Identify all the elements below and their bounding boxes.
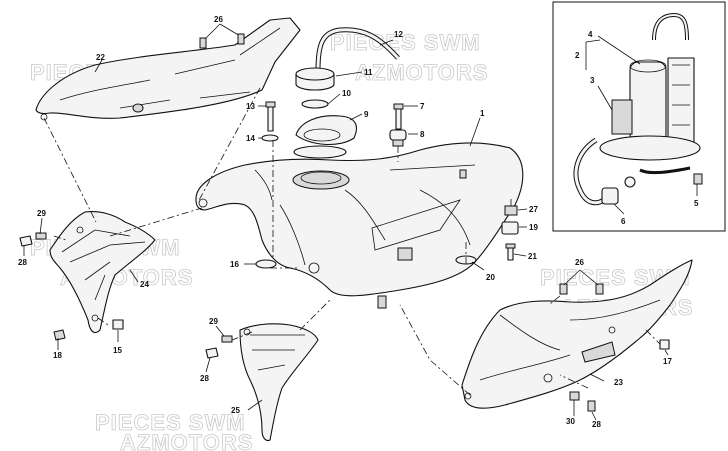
label-30: 30 <box>566 417 575 426</box>
label-23: 23 <box>614 378 623 387</box>
part-29-28-fasteners-mid <box>205 335 233 359</box>
svg-text:PIECES SWM: PIECES SWM <box>95 410 246 435</box>
filler-ring <box>293 145 347 159</box>
label-20: 20 <box>486 273 495 282</box>
label-28-left: 28 <box>18 258 27 267</box>
svg-text:PIECES SWM: PIECES SWM <box>330 30 481 55</box>
part-17-fastener <box>659 339 670 350</box>
part-22-side-cover <box>35 17 301 121</box>
part-30-28-fasteners-right <box>569 391 596 412</box>
part-27-spacer <box>504 205 518 216</box>
part-8-grommet <box>389 129 407 147</box>
label-28-mid: 28 <box>200 374 209 383</box>
label-17: 17 <box>663 357 672 366</box>
label-24: 24 <box>140 280 149 289</box>
part-7-bolt <box>393 103 404 130</box>
label-1: 1 <box>480 109 485 118</box>
label-2: 2 <box>575 51 580 60</box>
label-26-top: 26 <box>214 15 223 24</box>
part-13-bolt <box>265 101 276 132</box>
label-27: 27 <box>529 205 538 214</box>
label-19: 19 <box>529 223 538 232</box>
label-7: 7 <box>420 102 425 111</box>
part-11-fuel-cap <box>295 67 335 91</box>
svg-text:AZMOTORS: AZMOTORS <box>120 430 253 451</box>
part-1-fuel-tank <box>195 142 524 309</box>
part-21-bolt <box>505 243 516 261</box>
part-10-gasket <box>301 99 329 109</box>
part-24-radiator-shroud <box>49 211 156 334</box>
label-5: 5 <box>694 199 699 208</box>
label-6: 6 <box>621 217 626 226</box>
part-15-clip <box>112 319 124 330</box>
part-26-screws-top <box>199 23 245 49</box>
label-25: 25 <box>231 406 240 415</box>
leader-lines <box>23 35 698 421</box>
part-19-damper <box>501 221 519 235</box>
label-29-left: 29 <box>37 209 46 218</box>
label-22: 22 <box>96 53 105 62</box>
part-25-lower-panel <box>239 323 319 442</box>
assembly-dashed-lines <box>43 87 661 396</box>
label-26-right: 26 <box>575 258 584 267</box>
part-29-28-fasteners-left <box>19 232 47 247</box>
part-26-screws-right <box>559 283 604 295</box>
label-21: 21 <box>528 252 537 261</box>
label-14: 14 <box>246 134 255 143</box>
label-18: 18 <box>53 351 62 360</box>
label-16: 16 <box>230 260 239 269</box>
inset-frame <box>552 1 726 232</box>
svg-text:AZMOTORS: AZMOTORS <box>355 60 488 85</box>
label-10: 10 <box>342 89 351 98</box>
part-14-washer <box>261 134 279 142</box>
label-9: 9 <box>364 110 369 119</box>
part-23-right-side-panel <box>461 259 693 409</box>
part-18-screw <box>53 329 66 341</box>
label-12: 12 <box>394 30 403 39</box>
label-29-mid: 29 <box>209 317 218 326</box>
part-number-labels: 22 26 12 11 10 9 13 14 7 8 1 27 19 21 20… <box>18 15 699 429</box>
part-16-washer <box>255 259 277 269</box>
label-4: 4 <box>588 30 593 39</box>
part-9-filler-boot <box>295 115 358 146</box>
label-3: 3 <box>590 76 595 85</box>
fuel-pump-assembly <box>573 12 703 206</box>
label-13: 13 <box>246 102 255 111</box>
label-15: 15 <box>113 346 122 355</box>
label-28-right: 28 <box>592 420 601 429</box>
label-8: 8 <box>420 130 425 139</box>
label-11: 11 <box>364 68 373 77</box>
